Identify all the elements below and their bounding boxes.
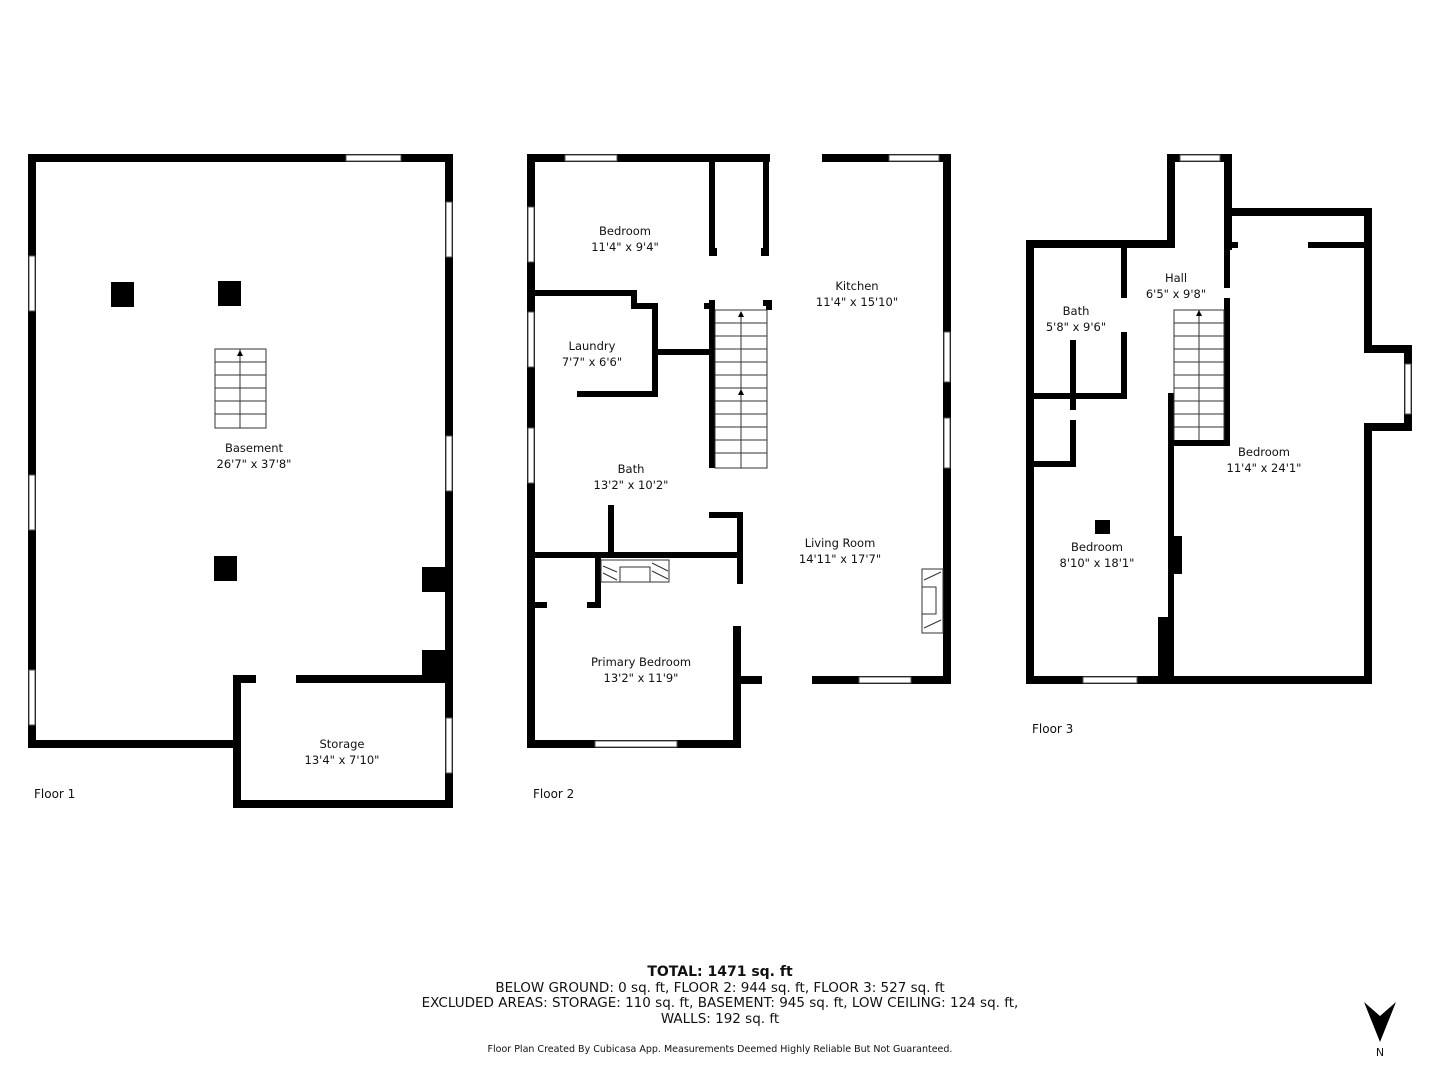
room-name: Primary Bedroom (590, 655, 692, 669)
room-name: Living Room (804, 536, 876, 550)
room-dimensions: 7'7" x 6'6" (561, 355, 623, 369)
total-area: TOTAL: 1471 sq. ft (647, 964, 793, 980)
room-name: Bedroom (598, 224, 652, 238)
room-name: Basement (224, 441, 284, 455)
room-laundry: Laundry 7'7" x 6'6" (562, 338, 622, 370)
credit-note: Floor Plan Created By Cubicasa App. Meas… (487, 1044, 953, 1055)
room-name: Kitchen (835, 279, 879, 293)
room-dimensions: 5'8" x 9'6" (1045, 320, 1107, 334)
floor-1-label: Floor 1 (34, 787, 76, 801)
room-dimensions: 8'10" x 18'1" (1059, 556, 1135, 570)
floor-3-label: Floor 3 (1032, 722, 1074, 736)
room-name: Bath (1062, 304, 1090, 318)
stairs-icon (214, 348, 267, 429)
room-dimensions: 26'7" x 37'8" (216, 457, 292, 471)
room-dimensions: 11'4" x 24'1" (1226, 461, 1302, 475)
north-compass: N (1358, 1000, 1402, 1059)
room-primary-bedroom: Primary Bedroom 13'2" x 11'9" (591, 654, 691, 686)
room-bath-floor3: Bath 5'8" x 9'6" (1046, 303, 1106, 335)
room-dimensions: 11'4" x 9'4" (591, 240, 659, 254)
stairs-icon (1173, 309, 1225, 444)
floor-3-plan (1026, 154, 1412, 684)
room-dimensions: 13'4" x 7'10" (304, 753, 380, 767)
room-dimensions: 11'4" x 15'10" (815, 295, 899, 309)
room-dimensions: 14'11" x 17'7" (798, 552, 882, 566)
room-bedroom-large-floor3: Bedroom 11'4" x 24'1" (1227, 444, 1302, 476)
floor-1-plan (28, 154, 453, 808)
room-hall: Hall 6'5" x 9'8" (1146, 270, 1206, 302)
room-name: Bedroom (1237, 445, 1291, 459)
room-name: Bedroom (1070, 540, 1124, 554)
room-living-room: Living Room 14'11" x 17'7" (799, 535, 881, 567)
stairs-icon (714, 309, 768, 469)
fireplace-icon (921, 568, 944, 634)
area-summary: TOTAL: 1471 sq. ft BELOW GROUND: 0 sq. f… (0, 964, 1440, 1027)
room-dimensions: 13'2" x 10'2" (593, 478, 669, 492)
north-arrow-icon (1364, 1002, 1396, 1042)
excluded-areas: EXCLUDED AREAS: STORAGE: 110 sq. ft, BAS… (421, 995, 1019, 1011)
room-name: Hall (1164, 271, 1188, 285)
room-storage: Storage 13'4" x 7'10" (305, 736, 380, 768)
room-name: Bath (617, 462, 645, 476)
room-dimensions: 6'5" x 9'8" (1145, 287, 1207, 301)
area-breakdown: BELOW GROUND: 0 sq. ft, FLOOR 2: 944 sq.… (495, 979, 945, 996)
floor-2-label: Floor 2 (533, 787, 575, 801)
room-kitchen: Kitchen 11'4" x 15'10" (816, 278, 898, 310)
floor-2-plan (527, 154, 951, 748)
room-bath-floor2: Bath 13'2" x 10'2" (594, 461, 669, 493)
fireplace-icon (600, 559, 670, 583)
room-name: Storage (319, 737, 365, 751)
walls-area: WALLS: 192 sq. ft (660, 1010, 780, 1027)
room-name: Laundry (568, 339, 616, 353)
north-label: N (1375, 1046, 1385, 1059)
room-bedroom-small-floor3: Bedroom 8'10" x 18'1" (1060, 539, 1135, 571)
room-bedroom-floor2: Bedroom 11'4" x 9'4" (591, 223, 659, 255)
room-dimensions: 13'2" x 11'9" (603, 671, 679, 685)
room-basement: Basement 26'7" x 37'8" (217, 440, 292, 472)
